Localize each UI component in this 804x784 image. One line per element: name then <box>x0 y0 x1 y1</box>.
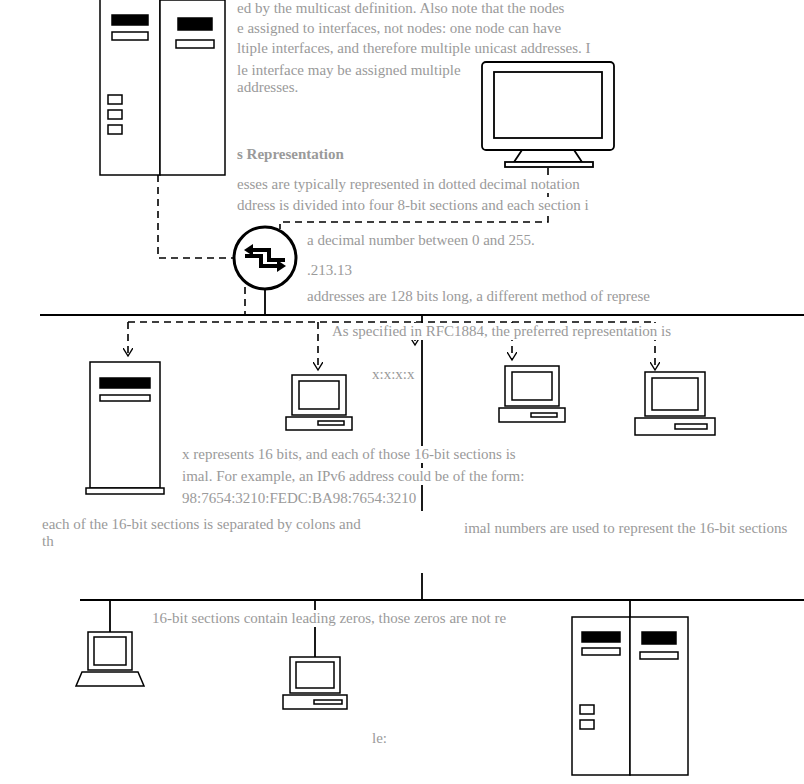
server-tower <box>580 720 594 729</box>
page-text-line: s Representation <box>235 146 346 163</box>
network-bus <box>40 289 804 657</box>
page-text-line: 16-bit sections contain leading zeros, t… <box>150 610 508 627</box>
network-bus <box>80 599 804 601</box>
server-tower <box>178 18 212 30</box>
laptop <box>76 672 144 686</box>
workstation <box>635 372 715 435</box>
server-unit <box>100 395 150 401</box>
workstation <box>286 375 352 430</box>
workstation <box>286 417 352 430</box>
desktop-monitor <box>514 150 582 162</box>
server-tower <box>572 617 630 775</box>
server-unit <box>86 362 164 494</box>
workstation <box>512 372 552 400</box>
router-symbol <box>253 250 285 260</box>
page-text-line: 98:7654:3210:FEDC:BA98:7654:3210 <box>180 490 418 507</box>
page-text-line: As specified in RFC1884, the preferred r… <box>330 323 673 340</box>
server-tower <box>108 110 122 119</box>
dashed-links <box>158 175 233 258</box>
router-symbol <box>244 244 253 256</box>
page-text-line: .213.13 <box>305 262 354 279</box>
workstation <box>675 424 707 429</box>
server-tower <box>108 125 122 134</box>
server-tower <box>176 40 214 48</box>
workstation <box>531 413 557 417</box>
server-tower <box>640 652 678 659</box>
server-tower <box>100 0 225 175</box>
server-tower <box>582 632 620 642</box>
network-bus <box>629 600 631 617</box>
page-text-line: ltiple interfaces, and therefore multipl… <box>235 40 593 57</box>
workstation <box>292 375 346 415</box>
desktop-computer <box>314 700 342 704</box>
workstation <box>499 366 565 422</box>
laptop <box>94 637 126 665</box>
page-text-line: le: <box>370 730 389 747</box>
page-text-line: imal. For example, an IPv6 address could… <box>180 468 526 485</box>
page-text-line: x:x:x:x <box>370 366 417 383</box>
page-text-line: imal numbers are used to represent the 1… <box>462 520 789 537</box>
workstation <box>652 378 698 410</box>
workstation <box>499 408 565 422</box>
workstation <box>645 372 705 416</box>
server-tower <box>582 648 620 655</box>
desktop-computer <box>296 662 334 688</box>
page-text-line: e assigned to interfaces, not nodes: one… <box>235 20 563 37</box>
workstation <box>635 418 715 435</box>
server-tower <box>572 617 688 775</box>
page-text-line: addresses are 128 bits long, a different… <box>305 288 652 305</box>
dashed-links <box>244 287 246 315</box>
page-text-line: ddress is divided into four 8-bit sectio… <box>235 197 591 214</box>
desktop-monitor <box>482 62 614 167</box>
router-symbol <box>234 227 296 289</box>
server-unit <box>100 378 150 388</box>
page-text-line: esses are typically represented in dotte… <box>235 176 582 193</box>
laptop <box>76 632 144 686</box>
desktop-computer <box>283 657 347 709</box>
dashed-links <box>127 322 129 356</box>
server-tower <box>160 0 225 175</box>
server-tower <box>112 15 148 25</box>
page-text-line: ed by the multicast definition. Also not… <box>235 0 566 17</box>
page-text-line: x represents 16 bits, and each of those … <box>180 446 518 463</box>
server-tower <box>112 32 148 40</box>
server-unit <box>86 488 164 494</box>
page-text-line: each of the 16-bit sections is separated… <box>40 516 374 551</box>
server-tower <box>580 705 594 714</box>
page-text-line: le interface may be assigned multiple ad… <box>235 62 479 97</box>
network-bus <box>109 600 111 632</box>
page-text-line: a decimal number between 0 and 255. <box>305 232 537 249</box>
desktop-computer <box>283 695 347 709</box>
desktop-monitor <box>494 72 602 138</box>
workstation <box>505 366 559 406</box>
server-tower <box>630 617 688 775</box>
server-unit <box>90 362 160 488</box>
server-tower <box>642 632 676 644</box>
network-bus <box>421 573 423 600</box>
dashed-links <box>317 322 319 370</box>
router-symbol <box>234 227 296 289</box>
workstation <box>318 421 344 425</box>
desktop-monitor <box>505 162 593 167</box>
laptop <box>88 632 132 670</box>
network-bus <box>264 289 266 315</box>
workstation <box>299 381 339 409</box>
desktop-computer <box>290 657 340 693</box>
desktop-monitor <box>482 62 614 150</box>
server-tower <box>108 95 122 104</box>
network-bus <box>314 600 316 657</box>
server-tower <box>100 0 160 175</box>
